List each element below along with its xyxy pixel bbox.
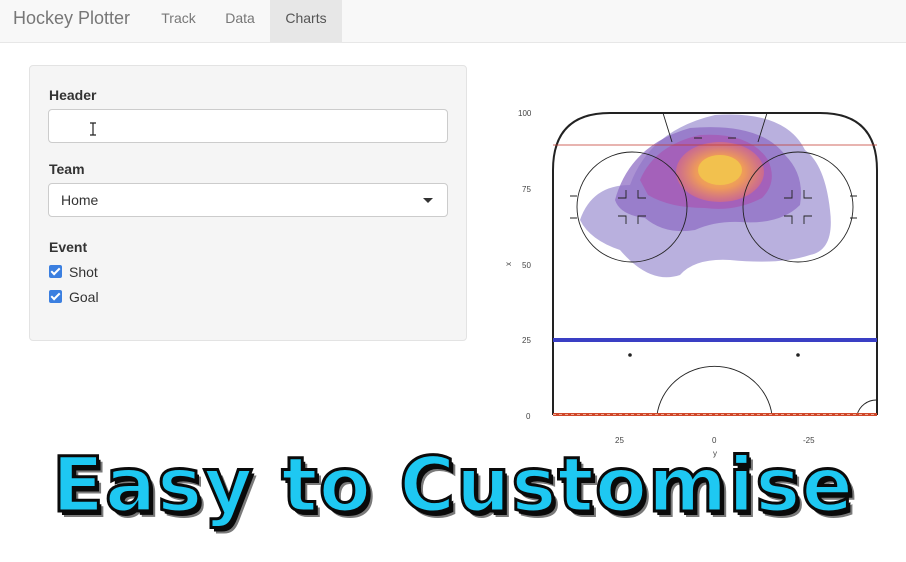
header-label: Header (49, 87, 97, 103)
y-tick-0: 0 (526, 412, 531, 421)
faceoff-circle-right (742, 151, 854, 263)
shot-checkbox[interactable] (49, 265, 62, 278)
rink-heatmap-chart: 100 75 50 25 0 x 25 0 -25 y (504, 109, 878, 458)
rink-boards (552, 112, 878, 415)
x-tick-0: 0 (712, 436, 717, 445)
controls-panel: Header Team Home Event Shot Goal (29, 65, 467, 341)
x-axis-label: y (713, 449, 717, 458)
event-label: Event (49, 239, 88, 255)
app-brand[interactable]: Hockey Plotter (13, 8, 131, 28)
density-layers (580, 114, 831, 278)
center-circle-partial (856, 399, 878, 416)
goal-checkbox[interactable] (49, 290, 62, 303)
navbar: Hockey Plotter Track Data Charts (0, 0, 906, 43)
text-cursor-icon (90, 122, 96, 136)
blue-line (553, 338, 877, 342)
team-select-value: Home (61, 192, 99, 208)
density-core (698, 155, 742, 185)
chevron-down-icon (423, 198, 433, 203)
hash-marks-left (618, 190, 646, 224)
shot-checkbox-label: Shot (69, 264, 98, 280)
goal-checkbox-label: Goal (69, 289, 99, 305)
crease-lines (662, 112, 768, 143)
hash-marks-right (784, 190, 812, 224)
neutral-dot-right (796, 353, 800, 357)
x-tick-neg25: -25 (803, 436, 815, 445)
y-tick-75: 75 (522, 185, 531, 194)
tab-track[interactable]: Track (161, 10, 196, 26)
team-label: Team (49, 161, 85, 177)
circle-ticks (570, 137, 857, 219)
y-tick-100: 100 (518, 109, 532, 118)
rink-markings (552, 112, 878, 416)
tab-charts[interactable]: Charts (270, 0, 342, 42)
center-circle (656, 365, 773, 416)
y-tick-25: 25 (522, 336, 531, 345)
x-tick-25: 25 (615, 436, 624, 445)
header-input[interactable] (48, 109, 448, 143)
neutral-dot-left (628, 353, 632, 357)
y-axis-label: x (504, 262, 513, 266)
caption-overlay: Easy to Customise (50, 440, 855, 529)
team-select[interactable]: Home (48, 183, 448, 217)
tab-data[interactable]: Data (225, 10, 255, 26)
faceoff-circle-left (576, 151, 688, 263)
y-tick-50: 50 (522, 261, 531, 270)
